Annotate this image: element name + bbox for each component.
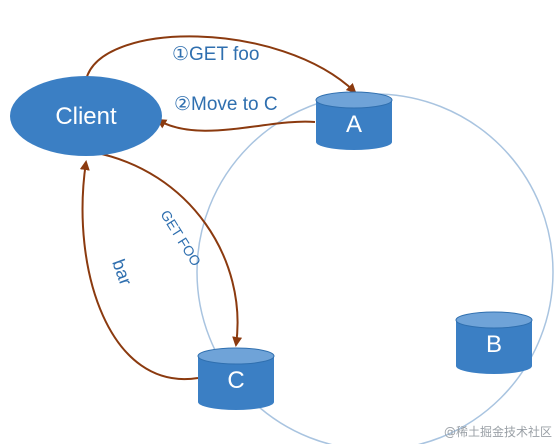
node-a-label: A bbox=[346, 111, 362, 138]
client-label: Client bbox=[55, 103, 117, 130]
node-b[interactable]: B bbox=[455, 311, 533, 374]
node-c[interactable]: C bbox=[197, 347, 275, 410]
watermark: @稀土掘金技术社区 bbox=[444, 424, 552, 439]
label-get-foo-to-a: ①GET foo bbox=[172, 44, 259, 65]
arrow-client-to-c bbox=[91, 151, 243, 347]
label-move-to-c: ②Move to C bbox=[174, 94, 278, 115]
node-a[interactable]: A bbox=[315, 91, 393, 150]
node-b-label: B bbox=[486, 331, 502, 358]
arrow-client-to-a bbox=[85, 35, 357, 94]
client-node[interactable]: Client bbox=[10, 76, 162, 156]
label-get-foo-to-c: GET FOO bbox=[157, 207, 204, 269]
label-bar: bar bbox=[108, 257, 136, 288]
arrow-c-to-client bbox=[79, 160, 199, 381]
node-c-label: C bbox=[227, 367, 244, 394]
arrow-a-to-client bbox=[156, 118, 316, 132]
